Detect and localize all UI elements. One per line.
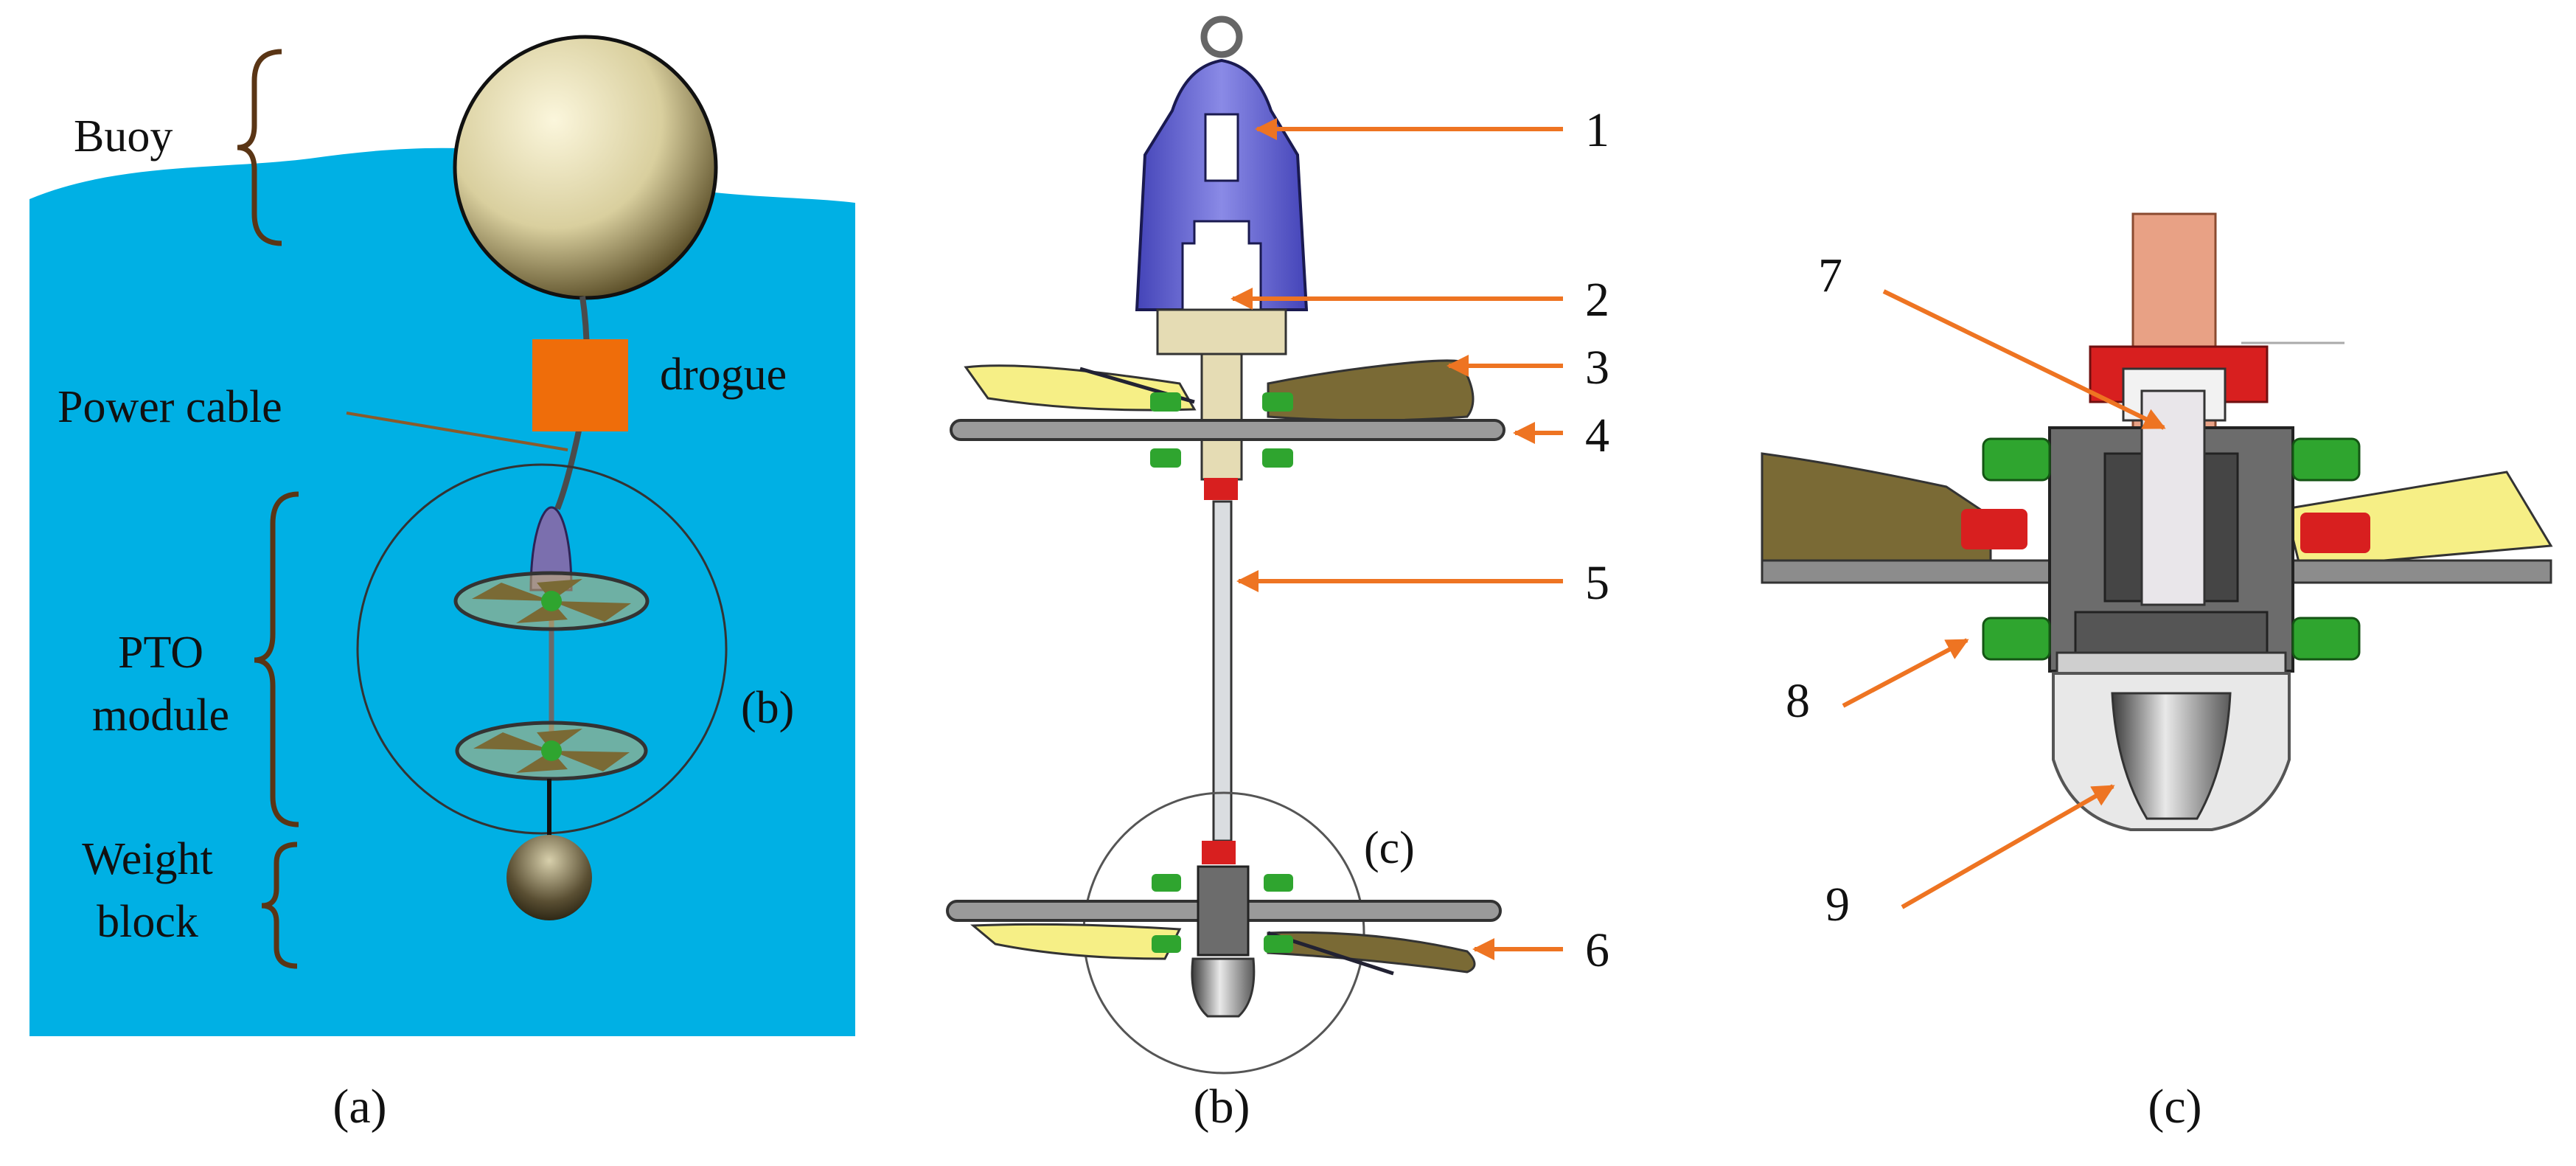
callout-9: 9: [1825, 878, 1850, 931]
lower-green-block-left: [1152, 874, 1181, 892]
lower-green-block-left-low: [1152, 935, 1181, 953]
panel-b: 1 2 3 4 5 6 (c) (b): [946, 15, 1609, 1134]
module-label: module: [92, 690, 229, 740]
callout-arrows-b: [1230, 118, 1563, 960]
lower-rotor-hub: [541, 740, 562, 761]
blade-olive-left: [1761, 452, 1992, 562]
callout-arrows-c: [1842, 289, 2166, 909]
upper-green-block-left-low: [1150, 448, 1181, 468]
pto-module-model: [453, 506, 650, 781]
pto-housing: [529, 506, 573, 591]
buoy-brace: [237, 49, 282, 246]
frame-bar-right: [2291, 559, 2552, 584]
callout-8: 8: [1786, 674, 1810, 728]
inset-b-circle: [356, 463, 728, 835]
drogue-label: drogue: [660, 350, 787, 400]
inset-b-reference: (b): [741, 683, 794, 733]
buoy-sphere: [453, 35, 718, 300]
power-cable-leader: [346, 412, 568, 451]
lower-green-block-right-low: [1264, 935, 1293, 953]
upper-frame-bar: [950, 419, 1505, 441]
caption-c: (c): [2148, 1080, 2201, 1134]
callout-3: 3: [1585, 341, 1609, 395]
pto-label: PTO: [118, 628, 203, 678]
red-arm-right: [2300, 513, 2370, 553]
green-block-bottom-right: [2291, 617, 2361, 661]
weight-brace: [261, 841, 298, 969]
upper-hub: [1200, 353, 1243, 481]
frame-bar-left: [1761, 559, 2051, 584]
lower-hub: [1197, 865, 1250, 957]
upper-green-block-right-low: [1262, 448, 1293, 468]
callout-4: 4: [1585, 409, 1609, 462]
arrow-8: [1842, 638, 1969, 708]
housing-top-insert: [1204, 113, 1239, 182]
flange-block: [1156, 308, 1287, 355]
callout-2: 2: [1585, 273, 1609, 327]
red-arm-left: [1961, 509, 2027, 549]
arrow-9: [1901, 784, 2115, 909]
lifting-eye: [1200, 15, 1243, 58]
upper-blade-olive: [1267, 359, 1475, 422]
weight-label: Weight: [82, 834, 213, 884]
upper-green-block-left: [1150, 392, 1181, 412]
upper-green-block-right: [1262, 392, 1293, 412]
green-block-top-left: [1982, 437, 2051, 482]
cone-core: [2111, 692, 2232, 820]
drogue-block: [532, 339, 628, 431]
green-block-top-right: [2291, 437, 2361, 482]
caption-a: (a): [333, 1080, 386, 1134]
callout-6: 6: [1585, 923, 1609, 977]
lower-blade-yellow: [970, 923, 1182, 960]
upper-blade-yellow: [964, 364, 1197, 412]
upper-rotor-hub: [541, 591, 562, 611]
lower-flange: [2055, 651, 2287, 675]
panel-c: 7 8 9 (c): [1761, 212, 2553, 1134]
main-shaft: [1212, 500, 1233, 842]
pto-brace: [254, 491, 299, 827]
power-cable-label: Power cable: [58, 382, 282, 432]
buoy-label: Buoy: [74, 111, 173, 162]
lower-cone: [1191, 957, 1256, 1018]
panel-a: Buoy drogue Power cable PTO module Weigh…: [29, 35, 855, 1134]
inset-c-reference: (c): [1364, 823, 1415, 873]
block-label: block: [97, 897, 198, 947]
weight-block-sphere: [507, 835, 592, 920]
green-block-bottom-left: [1982, 617, 2051, 661]
callout-7: 7: [1818, 249, 1842, 302]
callout-1: 1: [1585, 103, 1609, 157]
lower-red-part: [1202, 841, 1236, 864]
gear-band: [2074, 611, 2269, 654]
upper-red-part: [1204, 478, 1238, 500]
lower-green-block-right: [1264, 874, 1293, 892]
sea-water: [29, 148, 855, 1036]
arrow-7: [1882, 289, 2166, 430]
callout-5: 5: [1585, 556, 1609, 610]
caption-b: (b): [1194, 1080, 1250, 1134]
